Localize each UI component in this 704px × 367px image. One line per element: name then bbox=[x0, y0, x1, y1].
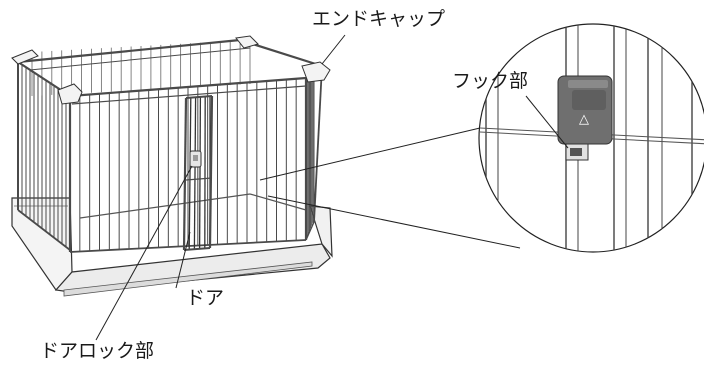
door-panel bbox=[182, 95, 214, 251]
end-cap-front-left bbox=[57, 83, 83, 105]
hook bbox=[557, 75, 613, 161]
end-cap-back-left bbox=[11, 49, 39, 65]
leader-end-cap bbox=[321, 34, 346, 65]
label-door-lock: ドアロック部 bbox=[40, 340, 155, 362]
end-cap-front-right bbox=[301, 61, 331, 83]
label-end-cap: エンドキャップ bbox=[312, 8, 446, 30]
leader-door-lock bbox=[95, 165, 193, 341]
label-door: ドア bbox=[186, 287, 225, 309]
leader-hook bbox=[525, 95, 569, 149]
leader-door bbox=[175, 231, 191, 289]
door-lock bbox=[189, 150, 202, 168]
leader-zoom-upper bbox=[259, 127, 481, 181]
base-tray bbox=[11, 197, 333, 297]
end-cap-back-right bbox=[235, 35, 259, 49]
leader-zoom-lower bbox=[267, 195, 521, 249]
leader-lines bbox=[95, 34, 521, 341]
wire-cage bbox=[17, 38, 323, 253]
label-hook: フック部 bbox=[452, 70, 529, 92]
lock-triangle-icon: △ bbox=[579, 112, 589, 127]
